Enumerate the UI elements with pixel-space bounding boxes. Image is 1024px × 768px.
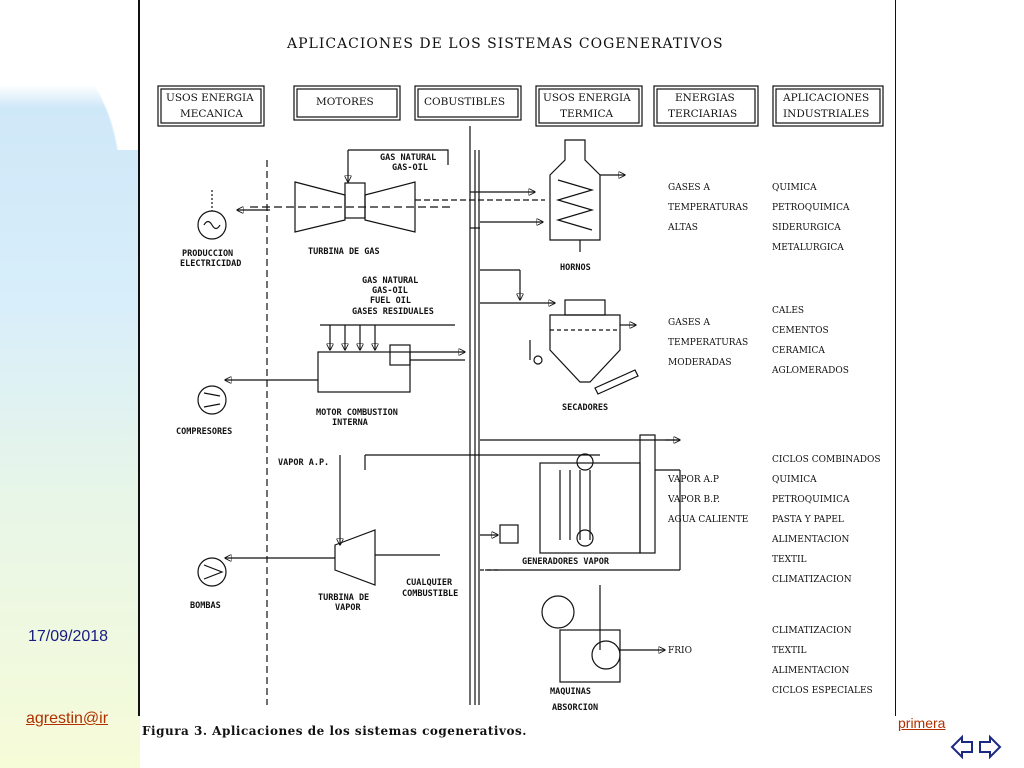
header-box-terciarias bbox=[653, 85, 759, 127]
industrial-2-line-1: CALES bbox=[772, 306, 804, 316]
pump-symbol bbox=[197, 557, 227, 587]
label-cualquier: CUALQUIER bbox=[406, 578, 453, 588]
header-mecanica-l2: MECANICA bbox=[180, 108, 243, 120]
label-fuels2-gases-residuales: GASES RESIDUALES bbox=[352, 307, 434, 317]
furnace-shape bbox=[549, 139, 601, 241]
industrial-3-line-2: QUIMICA bbox=[772, 475, 817, 485]
header-terciarias-l2: TERCIARIAS bbox=[668, 108, 737, 120]
label-turbina-de: TURBINA DE bbox=[318, 593, 369, 603]
header-box-industriales bbox=[772, 85, 884, 127]
label-fuels2-gas-natural: GAS NATURAL bbox=[362, 276, 418, 286]
industrial-3-line-1: CICLOS COMBINADOS bbox=[772, 455, 881, 465]
label-motor-combustion: MOTOR COMBUSTION bbox=[316, 408, 398, 418]
terciaria-1-line-3: ALTAS bbox=[667, 223, 698, 233]
label-hornos: HORNOS bbox=[560, 263, 591, 273]
label-bombas: BOMBAS bbox=[190, 601, 221, 611]
label-gas-natural: GAS NATURAL bbox=[380, 153, 436, 163]
first-slide-link[interactable]: primera bbox=[898, 715, 946, 731]
terciaria-2-line-3: MODERADAS bbox=[668, 358, 732, 368]
industrial-4-line-2: TEXTIL bbox=[772, 646, 807, 656]
header-termica-l1: USOS ENERGIA bbox=[543, 92, 631, 104]
slide-background-gradient bbox=[0, 0, 140, 768]
label-compresores: COMPRESORES bbox=[176, 427, 232, 437]
terciaria-4-line-1: FRIO bbox=[668, 646, 692, 656]
label-generadores-vapor: GENERADORES VAPOR bbox=[522, 557, 610, 567]
label-fuels2-fuel-oil: FUEL OIL bbox=[370, 296, 411, 306]
label-electricidad: ELECTRICIDAD bbox=[180, 259, 241, 269]
industrial-3-line-4: PASTA Y PAPEL bbox=[772, 515, 844, 525]
industrial-2-line-4: AGLOMERADOS bbox=[771, 366, 849, 376]
figure-frame: APLICACIONES DE LOS SISTEMAS COGENERATIV… bbox=[138, 0, 896, 716]
label-produccion: PRODUCCION bbox=[182, 249, 233, 259]
industrial-1-line-4: METALURGICA bbox=[772, 243, 844, 253]
industrial-1-line-3: SIDERURGICA bbox=[772, 223, 841, 233]
terciaria-1-line-2: TEMPERATURAS bbox=[668, 203, 748, 213]
engine-block-shape bbox=[317, 351, 411, 393]
email-link[interactable]: agrestin@ir bbox=[26, 710, 109, 727]
combustor-shape bbox=[344, 182, 366, 219]
industrial-4-line-3: ALIMENTACION bbox=[771, 666, 850, 676]
header-industriales-l2: INDUSTRIALES bbox=[783, 108, 869, 120]
terciaria-2-line-2: TEMPERATURAS bbox=[668, 338, 748, 348]
header-mecanica-l1: USOS ENERGIA bbox=[166, 92, 254, 104]
terciaria-3-line-3: AGUA CALIENTE bbox=[667, 515, 748, 525]
industrial-3-line-6: TEXTIL bbox=[772, 555, 807, 565]
industrial-1-line-1: QUIMICA bbox=[772, 183, 817, 193]
label-turbina-gas: TURBINA DE GAS bbox=[308, 247, 380, 257]
label-gas-oil: GAS-OIL bbox=[392, 163, 428, 173]
header-box-motores bbox=[293, 85, 401, 121]
label-secadores: SECADORES bbox=[562, 403, 608, 413]
cogeneration-diagram: APLICACIONES DE LOS SISTEMAS COGENERATIV… bbox=[157, 36, 884, 713]
header-box-termica bbox=[535, 85, 643, 127]
label-vapor: VAPOR bbox=[335, 603, 361, 613]
slide-date: 17/09/2018 bbox=[28, 628, 109, 645]
absorption-unit-shape bbox=[559, 629, 621, 683]
industrial-4-line-4: CICLOS ESPECIALES bbox=[772, 686, 873, 696]
header-terciarias-l1: ENERGIAS bbox=[675, 92, 735, 104]
gas-turbine-compressor-shape bbox=[294, 181, 346, 233]
label-combustible: COMBUSTIBLE bbox=[402, 589, 458, 599]
diagram-title: APLICACIONES DE LOS SISTEMAS COGENERATIV… bbox=[286, 36, 724, 52]
label-motor-interna: INTERNA bbox=[332, 418, 368, 428]
steam-turbine-shape bbox=[334, 529, 376, 586]
label-absorcion: ABSORCION bbox=[552, 703, 598, 713]
terciaria-3-line-2: VAPOR B.P. bbox=[667, 495, 720, 505]
industrial-3-line-5: ALIMENTACION bbox=[771, 535, 850, 545]
header-industriales-l1: APLICACIONES bbox=[782, 92, 869, 104]
terciaria-3-line-1: VAPOR A.P bbox=[667, 475, 719, 485]
industrial-1-line-2: PETROQUIMICA bbox=[772, 203, 850, 213]
terciaria-1-line-1: GASES A bbox=[668, 183, 710, 193]
compressor-symbol bbox=[197, 385, 227, 415]
label-maquinas: MAQUINAS bbox=[550, 687, 591, 697]
industrial-2-line-2: CEMENTOS bbox=[772, 326, 829, 336]
dryer-shape bbox=[549, 314, 621, 383]
label-fuels2-gas-oil: GAS-OIL bbox=[372, 286, 408, 296]
industrial-2-line-3: CERAMICA bbox=[772, 346, 825, 356]
double-arrow-nav-icon[interactable] bbox=[950, 732, 1002, 762]
industrial-3-line-7: CLIMATIZACION bbox=[772, 575, 852, 585]
label-vapor-ap: VAPOR A.P. bbox=[278, 458, 329, 468]
industrial-3-line-3: PETROQUIMICA bbox=[772, 495, 850, 505]
header-box-combustibles bbox=[414, 85, 522, 121]
terciaria-2-line-1: GASES A bbox=[668, 318, 710, 328]
header-box-mecanica bbox=[157, 85, 265, 127]
header-combustibles: COBUSTIBLES bbox=[424, 96, 505, 108]
figure-caption: Figura 3. Aplicaciones de los sistemas c… bbox=[142, 724, 527, 738]
header-termica-l2: TERMICA bbox=[560, 108, 614, 120]
industrial-4-line-1: CLIMATIZACION bbox=[772, 626, 852, 636]
absorption-upper-shell bbox=[541, 595, 575, 629]
header-motores: MOTORES bbox=[316, 96, 374, 108]
